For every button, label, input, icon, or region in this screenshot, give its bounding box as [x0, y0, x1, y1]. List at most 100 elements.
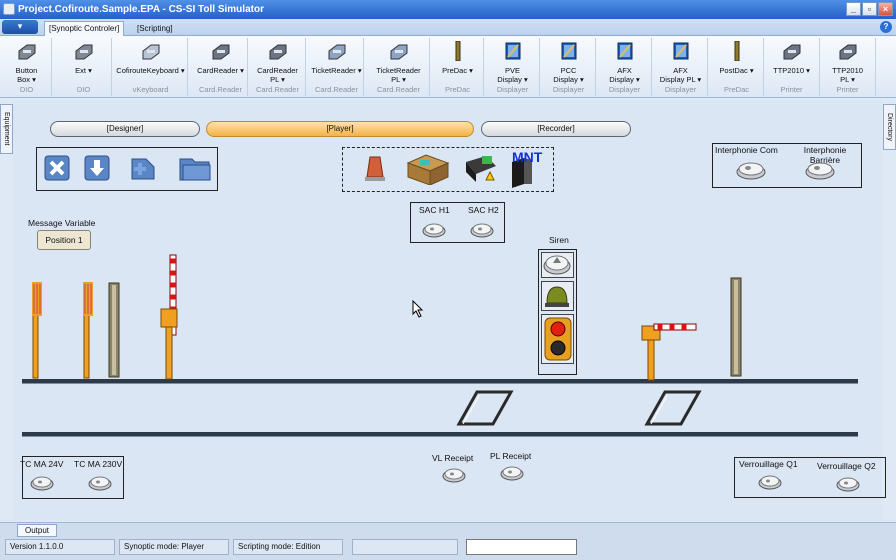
sac-box: [410, 202, 505, 243]
ribbon-button-12[interactable]: PostDac ▾PreDac: [710, 38, 764, 96]
ribbon-group-label: Card.Reader: [377, 85, 420, 94]
download-icon[interactable]: [84, 155, 110, 181]
siren-button[interactable]: [541, 252, 574, 278]
position-button[interactable]: Position 1: [37, 230, 91, 250]
siren-lamp-icon: [541, 281, 574, 311]
beacon-icon[interactable]: [364, 153, 386, 183]
ribbon-button-2[interactable]: CofirouteKeyboard ▾ vKeyboard: [114, 38, 188, 96]
loop-detector-2-icon: [643, 390, 703, 428]
output-tab[interactable]: Output: [17, 524, 57, 537]
ribbon-button-label: Ext ▾: [75, 66, 92, 75]
road-line-bottom: [22, 432, 858, 436]
ribbon-group-label: Printer: [836, 85, 859, 94]
interphonie-barriere-label: Interphonie Barrière: [803, 145, 847, 165]
verrouillage-q1-label: Verrouillage Q1: [739, 459, 798, 469]
verrouillage-q2-button[interactable]: [836, 476, 860, 492]
mnt-label: MNT: [512, 150, 543, 165]
tc-ma-24v-button[interactable]: [30, 475, 54, 491]
ribbon-group-label: Card.Reader: [256, 85, 299, 94]
post-dac-left-icon: [106, 281, 122, 381]
interphonie-barriere-button[interactable]: [804, 160, 836, 180]
ribbon-group-label: DIO: [19, 85, 34, 94]
verrouillage-box: [734, 457, 886, 498]
directory-side-tab[interactable]: Directory: [883, 104, 896, 150]
ribbon-button-label: PreDac ▾: [442, 66, 473, 75]
equipment-group-box: [342, 147, 554, 192]
add-icon[interactable]: [128, 155, 158, 181]
sensor-pole-2-icon: [80, 280, 98, 380]
traffic-light-icon: [541, 314, 574, 364]
post-dac-right-icon: [728, 276, 744, 380]
ttp2010-icon: [782, 41, 802, 61]
sac-h1-button[interactable]: [422, 222, 446, 238]
interphonie-com-button[interactable]: [735, 160, 767, 180]
maximize-button[interactable]: ▫: [862, 2, 877, 16]
ribbon-button-7[interactable]: PreDac ▾ PreDac: [432, 38, 484, 96]
ribbon-button-5[interactable]: TicketReader ▾Card.Reader: [310, 38, 364, 96]
equipment-side-tab[interactable]: Equipment: [0, 104, 13, 154]
folder-icon[interactable]: [178, 155, 212, 183]
minimize-button[interactable]: _: [846, 2, 861, 16]
window-title: Project.Cofiroute.Sample.EPA - CS-SI Tol…: [18, 4, 264, 15]
tc-ma-230v-button[interactable]: [88, 475, 112, 491]
ribbon-group-label: Printer: [780, 85, 803, 94]
tab-scripting[interactable]: [Scripting]: [137, 24, 173, 33]
pl-receipt-button[interactable]: [500, 465, 524, 481]
verrouillage-q1-button[interactable]: [758, 474, 782, 490]
sac-h2-label: SAC H2: [468, 205, 499, 215]
reader-warning-icon[interactable]: [462, 150, 502, 188]
ribbon-group-label: Displayer: [664, 85, 697, 94]
card-reader-pl-icon: [268, 41, 288, 61]
road-line-top: [22, 379, 858, 383]
sac-h2-button[interactable]: [470, 222, 494, 238]
sensor-pole-1-icon: [29, 280, 47, 380]
afx-display-pl-icon: [671, 41, 691, 61]
tab-synoptic-controler[interactable]: [Synoptic Controler]: [44, 21, 125, 36]
tab-recorder[interactable]: [Recorder]: [481, 121, 631, 137]
toolbar-box: [36, 147, 218, 191]
tc-ma-230v-label: TC MA 230V: [74, 459, 123, 469]
ribbon-button-1[interactable]: Ext ▾DIO: [56, 38, 112, 96]
ribbon-button-3[interactable]: CardReader ▾Card.Reader: [194, 38, 248, 96]
scripting-mode-status: Scripting mode: Edition: [233, 539, 343, 555]
ribbon-tab-bar: ▾ [Synoptic Controler] [Scripting] ?: [0, 19, 896, 36]
ribbon-group-label: Displayer: [552, 85, 585, 94]
ribbon-button-13[interactable]: TTP2010 ▾Printer: [764, 38, 820, 96]
pl-receipt-label: PL Receipt: [490, 451, 532, 461]
vl-receipt-label: VL Receipt: [432, 453, 474, 463]
box-icon[interactable]: [404, 153, 450, 185]
ribbon-group-label: vKeyboard: [132, 85, 169, 94]
help-icon[interactable]: ?: [880, 21, 892, 33]
ribbon-group-label: PreDac: [723, 85, 749, 94]
ticket-reader-icon: [327, 41, 347, 61]
barrier-open-icon: [158, 253, 184, 381]
ribbon-group-label: PreDac: [444, 85, 470, 94]
tab-player[interactable]: [Player]: [206, 121, 474, 137]
vl-receipt-button[interactable]: [442, 467, 466, 483]
loop-detector-1-icon: [455, 390, 515, 428]
mouse-cursor-icon: [412, 300, 424, 318]
mnt-terminal-icon[interactable]: MNT: [508, 150, 548, 188]
ribbon-button-label: CofirouteKeyboard ▾: [116, 66, 185, 75]
keyboard-icon: [141, 41, 161, 61]
ribbon-group-label: Card.Reader: [315, 85, 358, 94]
tab-designer[interactable]: [Designer]: [50, 121, 200, 137]
app-menu-button[interactable]: ▾: [2, 20, 38, 34]
delete-icon[interactable]: [44, 155, 70, 181]
card-reader-icon: [211, 41, 231, 61]
close-button[interactable]: ×: [878, 2, 893, 16]
